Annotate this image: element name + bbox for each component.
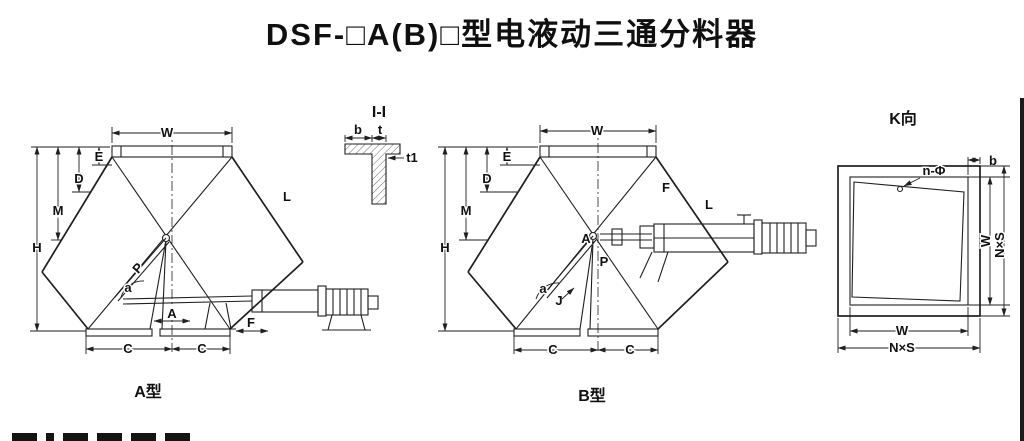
dim-w-bottom-label: W [896, 323, 909, 338]
dim-e-label: E [503, 149, 512, 164]
flap-projection [851, 181, 965, 302]
cutoff-glyph [97, 433, 122, 441]
dim-b-label: b [989, 153, 997, 168]
flap-p-label: P [600, 254, 609, 269]
dim-t1-label: t1 [406, 150, 418, 165]
section-profile [344, 143, 401, 205]
cutoff-glyph [131, 433, 156, 441]
dim-nxs-side-label: N×S [992, 232, 1007, 258]
dim-l-label: L [283, 189, 291, 204]
dim-h-label: H [440, 240, 449, 255]
cutoff-glyph [46, 433, 54, 441]
diagram-a-type: W E D M H [30, 124, 379, 401]
flange-outline [837, 165, 981, 317]
dim-d-label: D [482, 171, 491, 186]
dim-w-side-label: W [978, 234, 993, 247]
scan-edge-artifact [1020, 98, 1024, 441]
cutoff-glyph [12, 433, 37, 441]
dim-d-label: D [74, 171, 83, 186]
bolt-hole [896, 185, 904, 193]
dim-m-label: M [461, 203, 472, 218]
dim-c1-label: C [123, 341, 133, 356]
dim-a-label: A [167, 306, 177, 321]
dim-l-label: L [705, 197, 713, 212]
dim-f-label: F [247, 315, 255, 330]
dim-nxs-bottom-label: N×S [889, 340, 915, 355]
view-k-direction: K向 n-Φ b W N×S [837, 109, 1010, 357]
dim-t-label: t [378, 122, 383, 137]
dim-m-label: M [53, 203, 64, 218]
cut-off-text [12, 433, 190, 441]
caption-section-ii: I-I [372, 104, 386, 121]
cutoff-glyph [165, 433, 190, 441]
section-detail-ii: I-I b t t1 [344, 104, 419, 205]
dim-w-label: W [591, 123, 604, 138]
angle-a-label: a [124, 280, 132, 295]
dim-c2-label: C [625, 342, 635, 357]
angle-a-label: a [539, 281, 547, 296]
dim-c2-label: C [197, 341, 207, 356]
dim-f-label: F [662, 180, 670, 195]
cutoff-glyph [63, 433, 88, 441]
dim-c1-label: C [548, 342, 558, 357]
caption-a-type: A型 [134, 383, 162, 401]
dim-a-label: A [581, 231, 591, 246]
diagram-b-type: W E D M H [438, 122, 817, 405]
dim-w-label: W [161, 125, 174, 140]
dim-b-label: b [354, 122, 362, 137]
caption-view-k: K向 [889, 109, 917, 128]
dim-e-label: E [95, 149, 104, 164]
dim-nphi-label: n-Φ [923, 163, 946, 178]
dim-h-label: H [32, 240, 41, 255]
dim-j-label: J [555, 293, 562, 308]
caption-b-type: B型 [578, 387, 606, 405]
page-title: DSF-□A(B)□型电液动三通分料器 [265, 17, 759, 52]
